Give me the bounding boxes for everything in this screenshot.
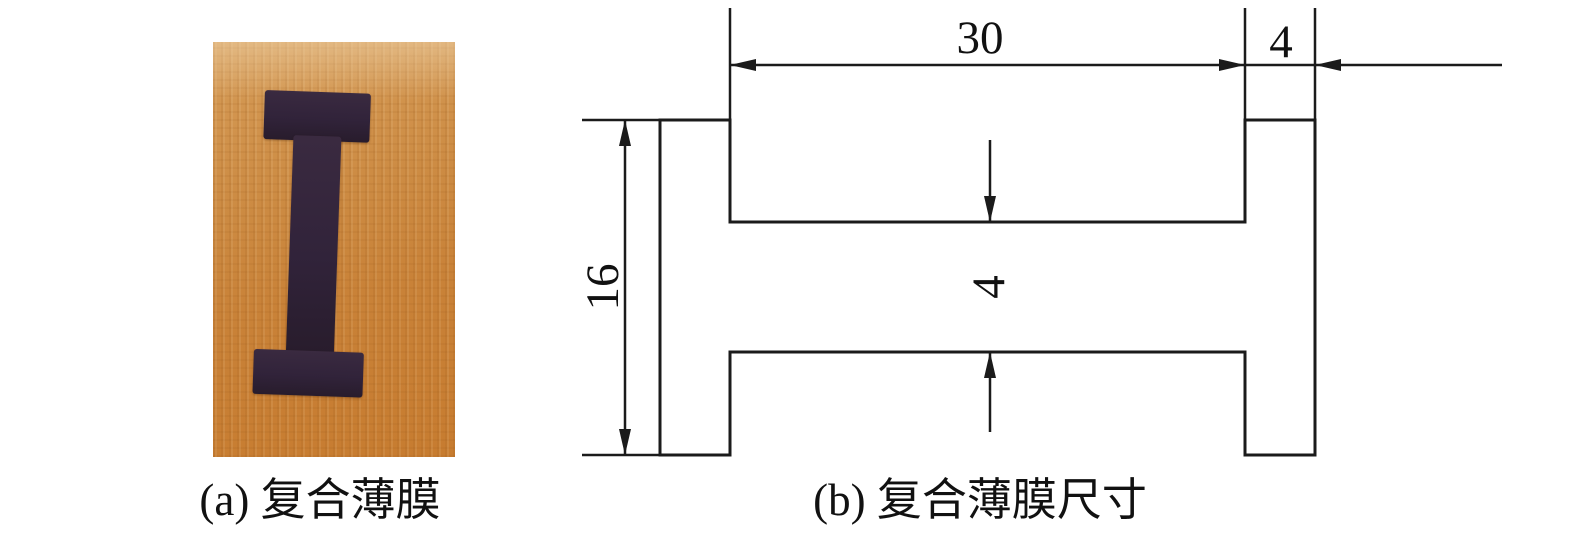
dimension-label-bar-height: 4 <box>963 275 1015 299</box>
dimension-label-top-span: 30 <box>957 12 1004 64</box>
dimension-bar-height: 4 <box>963 140 1015 432</box>
film-bottom-bar <box>252 348 364 398</box>
dimension-total-height: 16 <box>577 120 631 455</box>
i-shaped-film <box>251 90 379 398</box>
caption-panel-a: (a) 复合薄膜 <box>199 475 441 525</box>
composite-film-photo <box>213 42 455 457</box>
film-outline-shape <box>658 118 1317 457</box>
dimension-cap-width: 4 <box>1245 16 1502 71</box>
dimension-label-cap-width: 4 <box>1269 16 1293 68</box>
dimension-top-span: 30 <box>730 12 1245 71</box>
film-stem <box>285 135 342 357</box>
extension-lines <box>582 8 1317 457</box>
caption-panel-b: (b) 复合薄膜尺寸 <box>813 475 1147 525</box>
dimension-label-total-height: 16 <box>577 264 629 311</box>
dimension-drawing: 30 4 16 4 <box>577 8 1502 457</box>
film-top-bar <box>263 90 371 143</box>
